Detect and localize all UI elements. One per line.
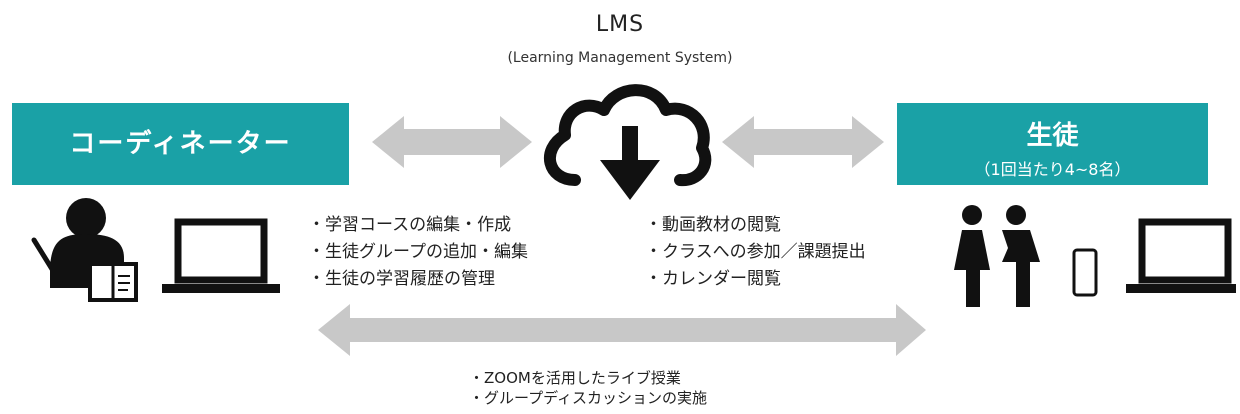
list-item: ・生徒グループの追加・編集 [308, 242, 528, 262]
list-item: ・カレンダー閲覧 [645, 269, 781, 289]
cloud-download-icon [543, 84, 712, 200]
students-label: 生徒 [1026, 121, 1079, 151]
arrow-coordinator-lms [372, 116, 532, 168]
live-task-list: ・ZOOMを活用したライブ授業 ・グループディスカッションの実施 [0, 368, 1240, 408]
laptop-icon [162, 218, 280, 293]
list-item: ・生徒の学習履歴の管理 [308, 269, 495, 289]
laptop-icon [1126, 218, 1236, 293]
arrow-live-session [318, 304, 926, 356]
coordinator-box: コーディネーター [12, 103, 349, 185]
arrow-lms-students [722, 116, 884, 168]
list-item: ・学習コースの編集・作成 [308, 215, 512, 235]
lms-title: LMS [595, 12, 645, 37]
students-box: 生徒 （1回当たり4~8名） [897, 103, 1208, 185]
list-item: ・グループディスカッションの実施 [469, 389, 708, 407]
list-item: ・クラスへの参加／課題提出 [645, 242, 866, 262]
student-task-list: ・動画教材の閲覧 ・クラスへの参加／課題提出 ・カレンダー閲覧 [645, 212, 866, 293]
list-item: ・動画教材の閲覧 [645, 215, 781, 235]
lms-subtitle: (Learning Management System) [507, 50, 733, 66]
people-icon [954, 205, 1040, 307]
coordinator-task-list: ・学習コースの編集・作成 ・生徒グループの追加・編集 ・生徒の学習履歴の管理 [308, 212, 528, 293]
smartphone-icon [1072, 248, 1098, 297]
list-item: ・ZOOMを活用したライブ授業 [469, 369, 681, 387]
coordinator-label: コーディネーター [69, 129, 292, 159]
teacher-icon [31, 198, 138, 302]
students-sublabel: （1回当たり4~8名） [974, 160, 1131, 179]
